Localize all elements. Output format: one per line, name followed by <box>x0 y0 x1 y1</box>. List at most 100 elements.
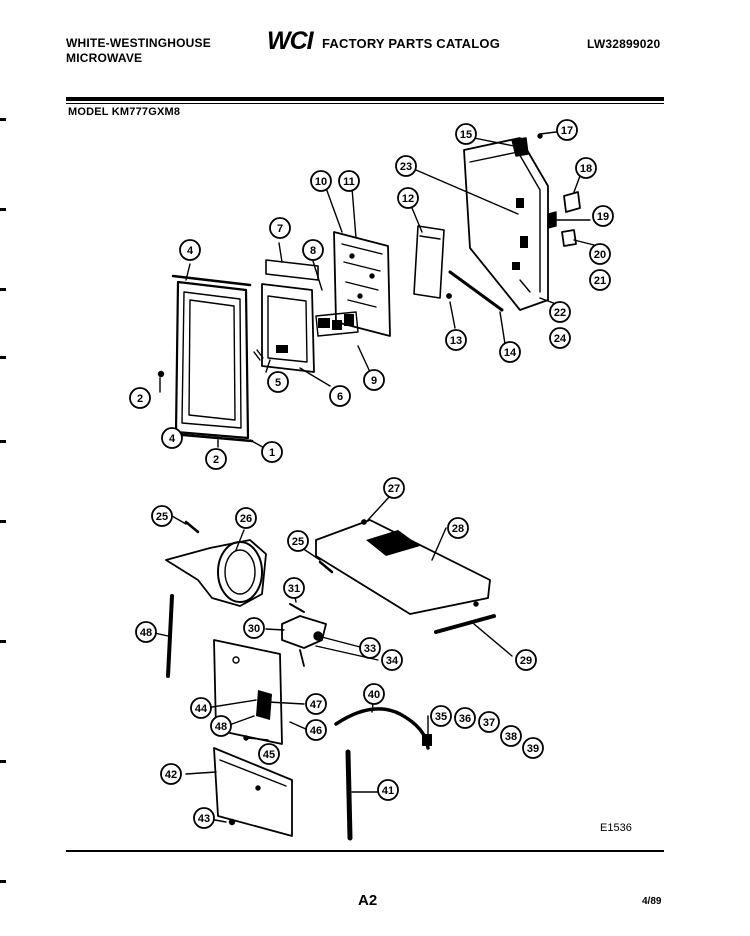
callout-23: 23 <box>395 155 417 177</box>
bottom-cover-plate <box>213 747 293 837</box>
callout-2: 2 <box>129 387 151 409</box>
model-label: MODEL KM777GXM8 <box>68 106 181 118</box>
svg-text:45: 45 <box>263 749 275 761</box>
callout-17: 17 <box>556 119 578 141</box>
svg-text:14: 14 <box>504 347 517 359</box>
product-type: MICROWAVE <box>66 51 143 65</box>
svg-text:2: 2 <box>213 454 219 466</box>
callout-19: 19 <box>592 205 614 227</box>
callout-14: 14 <box>499 341 521 363</box>
callout-20: 20 <box>589 243 611 265</box>
callout-15: 15 <box>455 123 477 145</box>
callout-22: 22 <box>549 301 571 323</box>
door-choke-panel <box>261 283 315 373</box>
callout-33: 33 <box>359 637 381 659</box>
callout-8: 8 <box>302 239 324 261</box>
svg-text:4: 4 <box>187 245 194 257</box>
issue-date: 4/89 <box>642 896 662 907</box>
svg-text:22: 22 <box>554 307 566 319</box>
callout-24: 24 <box>549 327 571 349</box>
air-duct-cover <box>315 519 491 615</box>
svg-text:12: 12 <box>402 193 414 205</box>
callout-44: 44 <box>190 697 212 719</box>
side-gasket-strip <box>166 594 174 678</box>
svg-text:28: 28 <box>452 523 464 535</box>
svg-text:24: 24 <box>554 333 567 345</box>
callout-37: 37 <box>478 711 500 733</box>
svg-text:2: 2 <box>137 393 143 405</box>
power-cord <box>334 707 432 750</box>
callout-48: 48 <box>135 621 157 643</box>
svg-text:13: 13 <box>450 335 462 347</box>
svg-text:10: 10 <box>315 176 327 188</box>
svg-text:25: 25 <box>156 511 168 523</box>
interlock-switch <box>561 229 577 247</box>
svg-text:18: 18 <box>580 163 592 175</box>
binding-marks <box>0 118 6 883</box>
support-rod <box>448 270 504 312</box>
callout-12: 12 <box>397 187 419 209</box>
svg-text:9: 9 <box>371 375 377 387</box>
callout-48: 48 <box>210 715 232 737</box>
svg-text:40: 40 <box>368 689 380 701</box>
callout-45: 45 <box>258 743 280 765</box>
header-rule-thick <box>66 97 664 101</box>
callout-41: 41 <box>377 779 399 801</box>
svg-text:36: 36 <box>459 713 471 725</box>
svg-text:47: 47 <box>310 699 322 711</box>
svg-text:38: 38 <box>505 731 517 743</box>
fan-motor <box>281 603 327 667</box>
svg-text:WCI: WCI <box>267 27 315 53</box>
svg-text:37: 37 <box>483 717 495 729</box>
page-number: A2 <box>358 892 378 909</box>
control-panel-bracket <box>463 137 549 311</box>
svg-text:31: 31 <box>288 583 300 595</box>
svg-text:46: 46 <box>310 725 322 737</box>
svg-text:21: 21 <box>594 275 606 287</box>
svg-text:34: 34 <box>386 655 399 667</box>
svg-text:30: 30 <box>248 623 260 635</box>
catalog-number: LW32899020 <box>587 37 661 51</box>
callout-46: 46 <box>305 719 327 741</box>
callout-40: 40 <box>363 683 385 705</box>
svg-text:29: 29 <box>520 655 532 667</box>
svg-text:48: 48 <box>140 627 152 639</box>
callout-1: 1 <box>261 441 283 463</box>
svg-text:4: 4 <box>169 433 176 445</box>
svg-text:1: 1 <box>269 447 275 459</box>
bottom-gasket-strip <box>345 749 353 841</box>
control-circuit-board <box>315 231 391 337</box>
svg-text:6: 6 <box>337 391 343 403</box>
brand-name: WHITE-WESTINGHOUSE <box>66 36 211 50</box>
svg-text:15: 15 <box>460 129 472 141</box>
svg-text:33: 33 <box>364 643 376 655</box>
callout-13: 13 <box>445 329 467 351</box>
callout-5: 5 <box>267 371 289 393</box>
insulation-strip <box>413 225 445 299</box>
callout-9: 9 <box>363 369 385 391</box>
door-latch-spring <box>253 349 264 361</box>
callout-36: 36 <box>454 707 476 729</box>
callout-18: 18 <box>575 157 597 179</box>
callout-42: 42 <box>160 763 182 785</box>
svg-text:41: 41 <box>382 785 394 797</box>
callout-11: 11 <box>338 170 360 192</box>
door-window-strip <box>265 259 319 281</box>
callout-31: 31 <box>283 577 305 599</box>
svg-text:26: 26 <box>240 513 252 525</box>
callout-38: 38 <box>500 725 522 747</box>
callout-30: 30 <box>243 617 265 639</box>
callout-4: 4 <box>161 427 183 449</box>
catalog-title: FACTORY PARTS CATALOG <box>322 36 501 51</box>
svg-text:5: 5 <box>275 377 281 389</box>
callout-34: 34 <box>381 649 403 671</box>
svg-text:23: 23 <box>400 161 412 173</box>
svg-text:43: 43 <box>198 813 210 825</box>
svg-text:17: 17 <box>561 125 573 137</box>
callout-29: 29 <box>515 649 537 671</box>
callout-26: 26 <box>235 507 257 529</box>
svg-text:8: 8 <box>310 245 316 257</box>
diagram-code: E1536 <box>600 822 632 834</box>
